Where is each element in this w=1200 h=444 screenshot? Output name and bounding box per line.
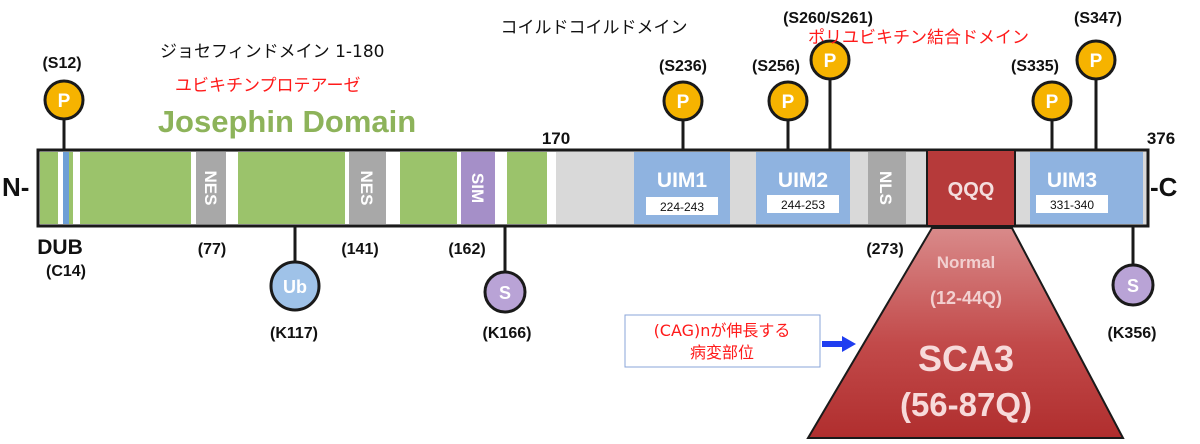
svg-text:S: S: [1127, 276, 1139, 296]
josephin-domain-segments: [40, 152, 547, 224]
uim2-label: UIM2: [778, 169, 828, 192]
svg-text:P: P: [824, 51, 837, 72]
cag-arrow-icon: [822, 336, 856, 352]
polyq-normal-label: Normal: [937, 253, 996, 272]
dub-annotation-jp: ユビキチンプロテアーゼ: [175, 76, 360, 96]
phospho-circle-s335: P: [1031, 80, 1073, 122]
site-s260-s261-label: (S260/S261): [783, 10, 873, 27]
svg-text:P: P: [1090, 51, 1103, 72]
polyq-disease-range: (56-87Q): [900, 386, 1032, 423]
uim3-label: UIM3: [1047, 169, 1097, 192]
k117-label: (K117): [270, 325, 318, 342]
uim1-range-box: [646, 197, 718, 215]
site-s335-label: (S335): [1011, 58, 1059, 75]
phospho-circle-s347: P: [1075, 39, 1117, 81]
phospho-circle-s236: P: [662, 80, 704, 122]
nes-label-1: NES: [201, 171, 220, 206]
sim-label: SIM: [468, 173, 487, 203]
uim3-range: 331-340: [1050, 198, 1094, 212]
svg-text:P: P: [1046, 92, 1059, 113]
k166-label: (K166): [483, 325, 532, 342]
phospho-circle-s256: P: [767, 80, 809, 122]
uim1-range: 224-243: [660, 200, 704, 214]
n-terminus-label: N-: [2, 172, 29, 202]
c-terminus-label: -C: [1150, 172, 1178, 202]
sumo-circle-k356: S: [1111, 263, 1155, 307]
uim1-label: UIM1: [657, 169, 707, 192]
nls-domain: [868, 152, 906, 224]
nes-label-2: NES: [357, 171, 376, 206]
uim2-range: 244-253: [781, 198, 825, 212]
cag-annotation-box: [624, 314, 821, 368]
sumo-circle-k166: S: [483, 270, 527, 314]
k356-label: (K356): [1108, 325, 1157, 342]
site-s12-label: (S12): [42, 55, 81, 72]
svg-text:S: S: [499, 283, 511, 303]
qqq-domain: [926, 149, 1016, 227]
polyq-disease-label: SCA3: [918, 338, 1014, 379]
ubiquitin-circle-k117: Ub: [269, 260, 321, 312]
uim2-range-box: [767, 195, 839, 213]
svg-text:Ub: Ub: [283, 277, 307, 297]
svg-text:P: P: [782, 92, 795, 113]
josephin-annotation-jp: ジョセフィンドメイン 1-180: [160, 42, 384, 62]
c-end-cap: [1143, 152, 1146, 224]
c14-label: (C14): [46, 263, 86, 280]
position-77-label: (77): [198, 241, 226, 258]
cag-annotation-line1: (CAG)nが伸長する: [654, 321, 791, 340]
site-s256-label: (S256): [752, 58, 800, 75]
dub-label: DUB: [37, 236, 83, 259]
svg-text:P: P: [58, 91, 71, 112]
coiled-coil-annotation: コイルドコイルドメイン: [501, 18, 688, 38]
nes-domain-2: [349, 152, 386, 224]
dub-site-stripe: [63, 152, 69, 224]
polyq-expansion-triangle: [806, 227, 1125, 439]
position-162-label: (162): [448, 241, 485, 258]
position-170-label: 170: [542, 129, 570, 148]
phospho-circle-s12: P: [43, 79, 85, 121]
cag-annotation-line2: 病変部位: [690, 343, 754, 362]
site-s236-label: (S236): [659, 58, 707, 75]
segment-gaps: [58, 152, 556, 224]
svg-text:P: P: [677, 92, 690, 113]
polyq-normal-range: (12-44Q): [930, 288, 1002, 308]
site-s347-label: (S347): [1074, 10, 1122, 27]
uim3-range-box: [1036, 195, 1108, 213]
modification-stems: [293, 226, 1135, 272]
qqq-label: QQQ: [948, 179, 995, 201]
nes-domain-1: [196, 152, 226, 224]
polyub-binding-annotation: ポリユビキチン結合ドメイン: [808, 28, 1029, 48]
nls-label: NLS: [876, 171, 895, 205]
sim-domain: [461, 152, 495, 224]
phospho-circle-s260-s261: P: [809, 39, 851, 81]
position-273-label: (273): [866, 241, 903, 258]
position-141-label: (141): [341, 241, 378, 258]
position-376-label: 376: [1147, 129, 1175, 148]
josephin-domain-title: Josephin Domain: [158, 104, 416, 139]
